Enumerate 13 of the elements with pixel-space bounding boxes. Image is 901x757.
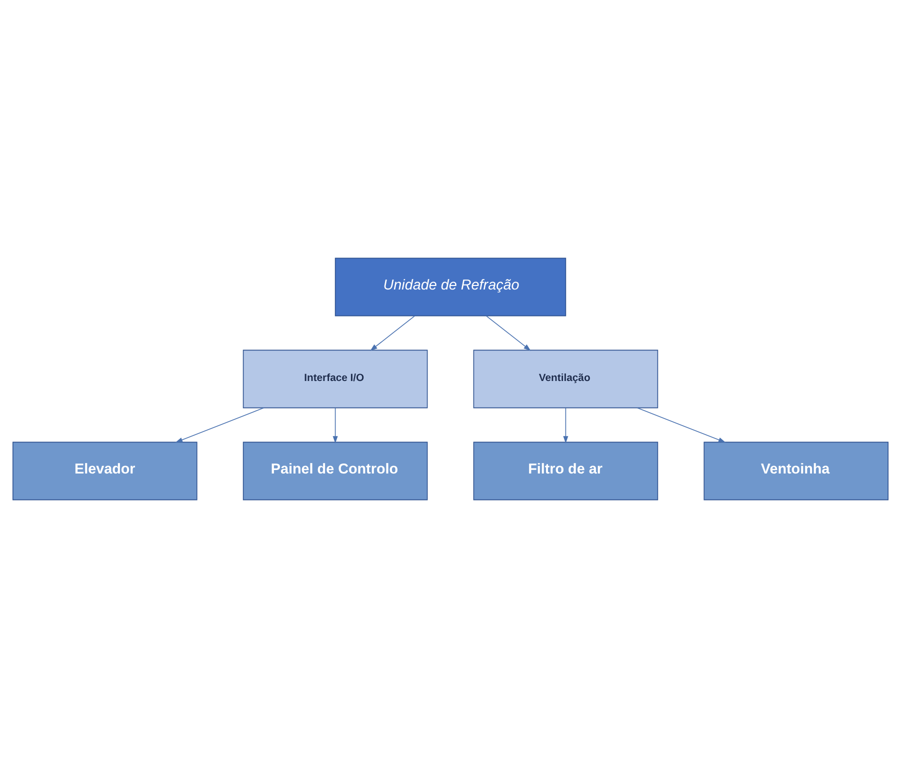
arrow [636,407,726,442]
node-box: Interface I/O [242,349,428,408]
node-box: Ventoinha [704,441,888,500]
node-box: Ventilação [473,349,658,408]
node-box: Filtro de ar [473,441,658,500]
node-box: Painel de Controlo [242,441,428,500]
node-box: Unidade de Refração [334,257,566,316]
arrow [486,315,531,350]
arrow [332,407,338,443]
node-box: Elevador [12,441,198,500]
arrow [370,315,416,350]
arrow [175,407,264,442]
arrow [563,407,568,443]
